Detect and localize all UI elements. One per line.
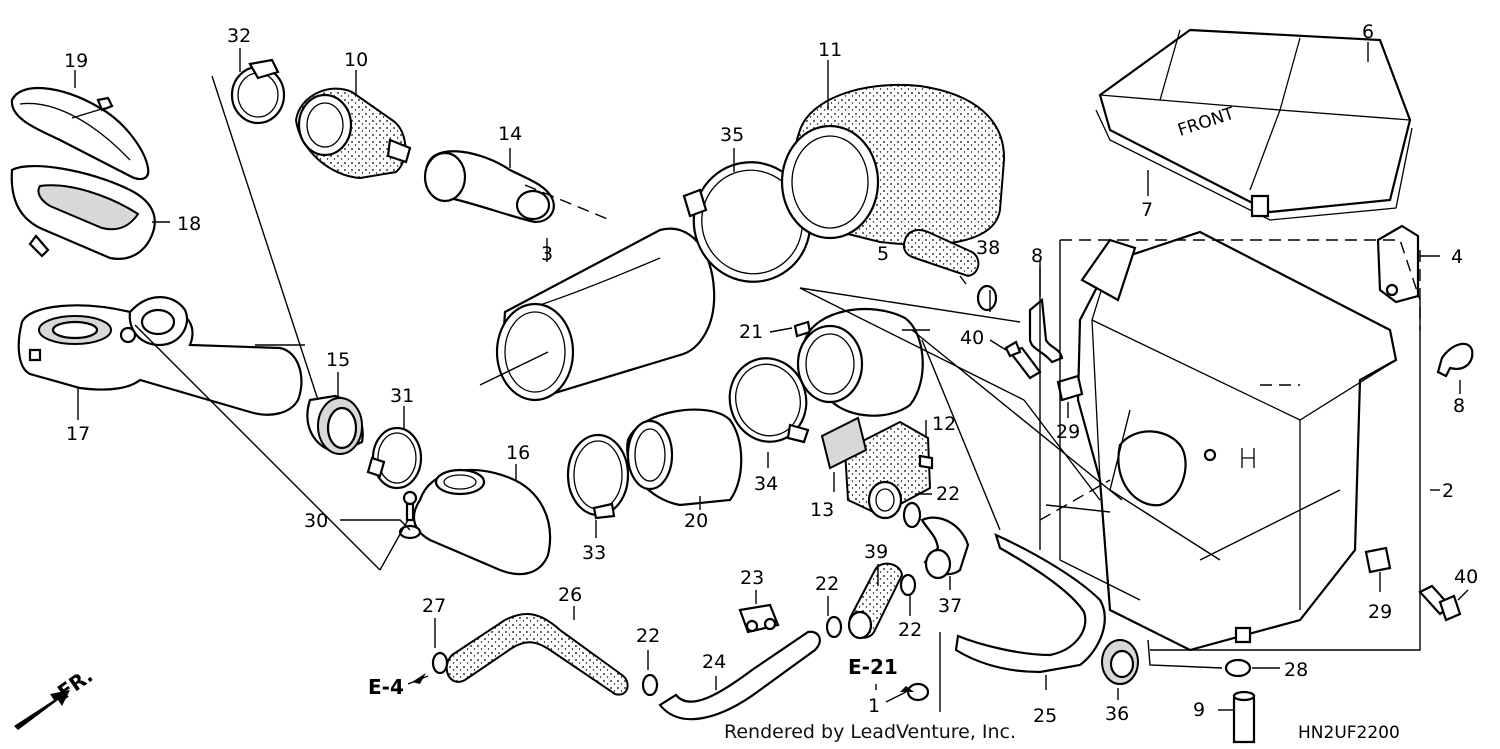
footer-credit: Rendered by LeadVenture, Inc. <box>724 721 1016 743</box>
callout-23: 23 <box>740 567 764 589</box>
callout-37: 37 <box>938 595 962 617</box>
ref-e4: E-4 <box>368 673 426 699</box>
callout-22-b: 22 <box>815 573 839 595</box>
callout-11: 11 <box>818 39 842 61</box>
callout-8-right: 8 <box>1453 395 1465 417</box>
part-19-duct-cover <box>10 86 150 181</box>
part-40-bolt-b <box>1418 584 1462 622</box>
callout-40-b: 40 <box>1454 566 1478 588</box>
part-38-clip <box>976 284 998 312</box>
part-5-sleeve <box>902 229 980 278</box>
part-2-case <box>1076 230 1398 652</box>
callout-30: 30 <box>304 510 328 532</box>
part-22-clip-c <box>825 615 843 639</box>
callout-8-top: 8 <box>1031 245 1043 267</box>
callout-3: 3 <box>541 243 553 265</box>
callout-20: 20 <box>684 510 708 532</box>
part-12-resonator <box>843 420 934 520</box>
callout-9: 9 <box>1193 699 1205 721</box>
callout-35: 35 <box>720 124 744 146</box>
callout-21: 21 <box>739 321 763 343</box>
callout-36: 36 <box>1105 703 1129 725</box>
callout-40-a: 40 <box>960 327 984 349</box>
part-9-plug <box>1232 690 1256 744</box>
leader-lines <box>71 42 1469 712</box>
ref-e21-label: E-21 <box>848 655 898 679</box>
part-26-hose <box>445 613 629 696</box>
callout-4: 4 <box>1451 246 1463 268</box>
callout-29-b: 29 <box>1368 601 1392 623</box>
part-4-bracket <box>1376 224 1420 304</box>
callout-19: 19 <box>64 50 88 72</box>
callout-12: 12 <box>932 413 956 435</box>
callout-31: 31 <box>390 385 414 407</box>
part-24-drain-hose <box>658 630 821 721</box>
callout-6: 6 <box>1362 21 1374 43</box>
part-34-clamp <box>728 357 810 444</box>
callout-22-a: 22 <box>936 483 960 505</box>
part-11-filter-foam <box>780 84 1006 246</box>
callout-15: 15 <box>326 349 350 371</box>
part-40-bolt-a <box>1004 340 1042 380</box>
callout-22-c: 22 <box>898 619 922 641</box>
part-29-nut-b <box>1364 546 1392 574</box>
part-8-holder-b <box>1436 342 1474 378</box>
part-3-filter-element <box>495 227 716 402</box>
part-17-inlet-snorkel <box>17 296 303 416</box>
part-13-pad <box>820 416 868 470</box>
callout-5: 5 <box>877 243 889 265</box>
part-23-joint <box>738 603 780 634</box>
ref-e4-label: E-4 <box>368 675 404 699</box>
callout-17: 17 <box>66 423 90 445</box>
part-31-clamp <box>366 426 423 490</box>
part-20-boot <box>626 408 743 507</box>
part-22-clip-a <box>902 501 922 529</box>
ref-e21: E-21 <box>848 655 914 692</box>
callout-16: 16 <box>506 442 530 464</box>
callout-39: 39 <box>864 541 888 563</box>
part-7-cover-seal <box>1095 109 1413 221</box>
diagram-code: HN2UF2200 <box>1298 723 1400 743</box>
part-8-holder-a <box>1028 297 1064 364</box>
part-32-clamp <box>230 58 286 125</box>
part-33-clamp <box>566 433 630 520</box>
part-22-clip-d <box>641 673 659 697</box>
part-6-cover: FRONT <box>1098 28 1412 214</box>
part-15-grommet <box>306 394 364 455</box>
part-28-clip <box>1224 658 1252 678</box>
part-27-clip <box>431 651 449 675</box>
part-10-joint <box>294 87 412 180</box>
part-18-duct-tray <box>10 164 156 260</box>
callout-24: 24 <box>702 651 726 673</box>
callout-10: 10 <box>344 49 368 71</box>
part-30-screw <box>398 490 422 540</box>
callout-labels: 1 2 3 4 5 6 7 8 8 9 10 11 12 13 14 15 16… <box>64 21 1478 727</box>
callout-28: 28 <box>1284 659 1308 681</box>
part-25-drain-tube <box>954 532 1106 674</box>
callout-27: 27 <box>422 595 446 617</box>
callout-22-d: 22 <box>636 625 660 647</box>
callout-7: 7 <box>1141 199 1153 221</box>
callout-2: 2 <box>1442 480 1454 502</box>
callout-26: 26 <box>558 584 582 606</box>
front-direction-arrow: FR. <box>14 663 97 730</box>
part-connecting-tube <box>796 307 924 417</box>
callout-34: 34 <box>754 473 778 495</box>
part-39-hose <box>847 562 904 640</box>
callout-18: 18 <box>177 213 201 235</box>
part-37-elbow <box>920 516 970 580</box>
callout-32: 32 <box>227 25 251 47</box>
callout-13: 13 <box>810 499 834 521</box>
callout-25: 25 <box>1033 705 1057 727</box>
callout-38: 38 <box>976 237 1000 259</box>
callout-14: 14 <box>498 123 522 145</box>
callout-1: 1 <box>868 695 880 717</box>
part-36-grommet <box>1101 639 1139 685</box>
part-16-outlet-duct <box>412 468 552 576</box>
callout-29-a: 29 <box>1056 421 1080 443</box>
part-22-clip-b <box>899 573 917 597</box>
part-14-tube <box>423 150 555 224</box>
callout-33: 33 <box>582 542 606 564</box>
